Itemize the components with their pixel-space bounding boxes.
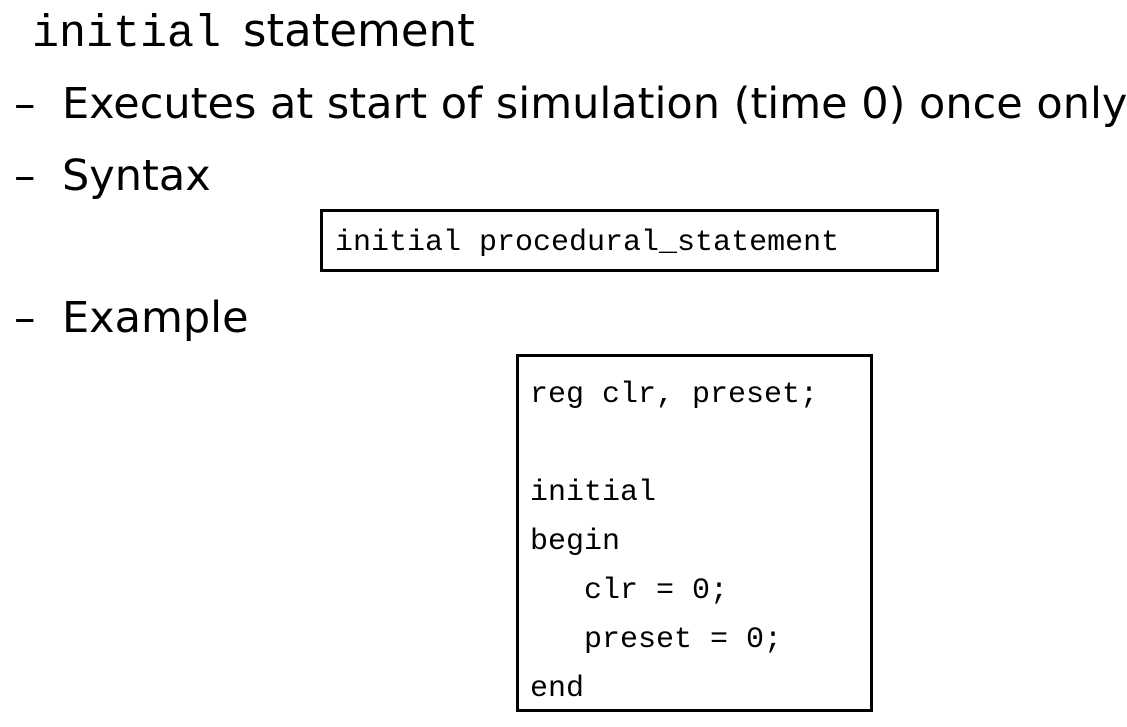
bullet-text: Syntax [62, 151, 211, 201]
heading-keyword: initial [32, 9, 222, 60]
example-code-line: begin [530, 525, 621, 559]
bullet-item-executes: – Executes at start of simulation (time … [14, 79, 1127, 129]
bullet-marker: – [14, 79, 36, 129]
example-code-line: preset = 0; [530, 623, 783, 657]
bullet-text: Example [62, 293, 249, 343]
example-code-line: reg clr, preset; [530, 378, 819, 412]
bullet-item-example: – Example [14, 293, 249, 343]
example-code-line: clr = 0; [530, 574, 729, 608]
bullet-marker: – [14, 293, 36, 343]
example-code-box: reg clr, preset; initial begin clr = 0; … [516, 354, 873, 712]
example-code-line: end [530, 672, 585, 706]
syntax-code-line: initial procedural_statement [335, 226, 840, 260]
bullet-item-syntax: – Syntax [14, 151, 211, 201]
slide-heading: initial statement [32, 4, 475, 64]
example-code-line [530, 420, 860, 469]
heading-title: statement [243, 4, 475, 57]
bullet-text: Executes at start of simulation (time 0)… [62, 79, 1127, 129]
example-code-line: initial [530, 476, 657, 510]
syntax-code-box: initial procedural_statement [320, 209, 939, 272]
bullet-marker: – [14, 151, 36, 201]
